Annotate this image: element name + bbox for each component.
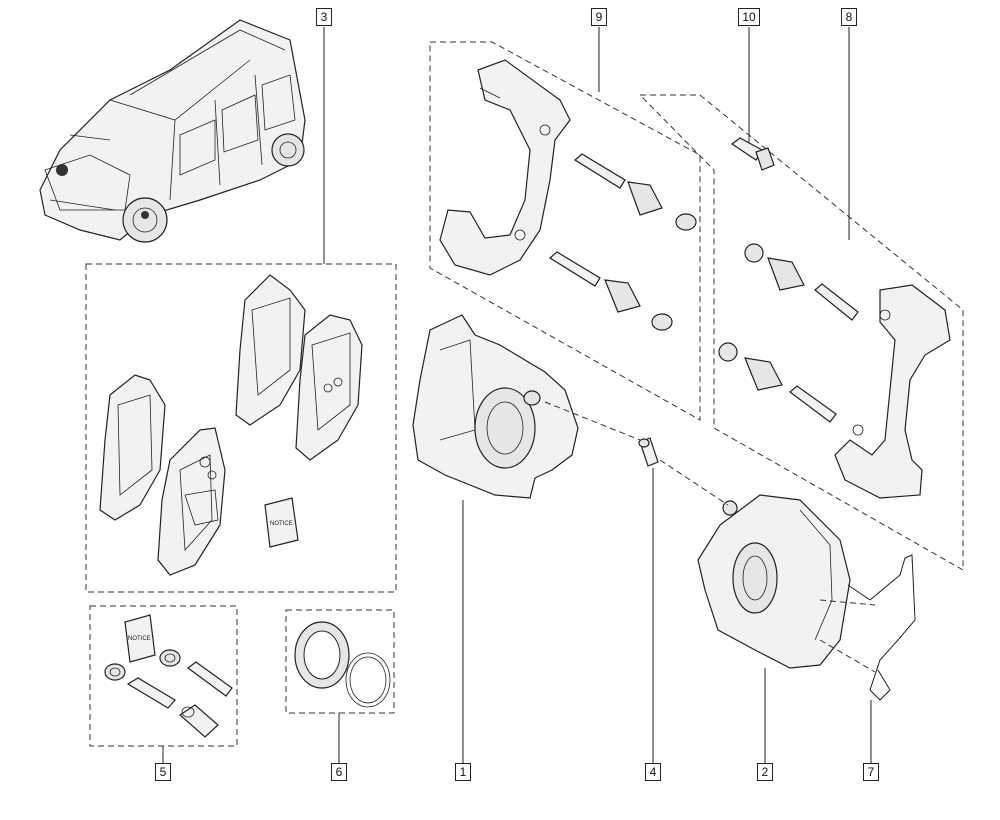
callout-7: 7 <box>863 763 879 781</box>
bleeder-screw-illustration <box>638 437 659 467</box>
wear-sensor-illustration <box>847 554 916 701</box>
caliper-left-illustration <box>412 314 579 499</box>
leader-lines <box>162 27 872 763</box>
right-carrier-illustration <box>718 243 951 499</box>
bolt-illustration <box>730 137 775 171</box>
right-carrier-kit-outline <box>638 94 964 571</box>
callout-3: 3 <box>316 8 332 26</box>
callout-9: 9 <box>591 8 607 26</box>
callout-5: 5 <box>155 763 171 781</box>
callout-6: 6 <box>331 763 347 781</box>
callout-4: 4 <box>645 763 661 781</box>
seal-kit-outline <box>285 609 395 714</box>
brake-pad-set-illustration: NOTICE <box>99 274 363 576</box>
pad-kit-outline <box>85 263 397 593</box>
callout-8: 8 <box>841 8 857 26</box>
callout-2: 2 <box>757 763 773 781</box>
left-carrier-kit-outline <box>429 41 701 421</box>
callout-1: 1 <box>455 763 471 781</box>
notice-booklet-label-2: NOTICE <box>128 636 151 642</box>
callout-10: 10 <box>738 8 760 26</box>
left-carrier-illustration <box>439 59 697 331</box>
assembly-lines <box>544 401 876 673</box>
vehicle-illustration <box>39 19 306 243</box>
notice-booklet-label: NOTICE <box>270 521 293 527</box>
seal-kit-illustration <box>294 621 391 708</box>
guide-pin-kit-illustration: NOTICE <box>104 614 233 738</box>
caliper-right-illustration <box>697 494 851 669</box>
